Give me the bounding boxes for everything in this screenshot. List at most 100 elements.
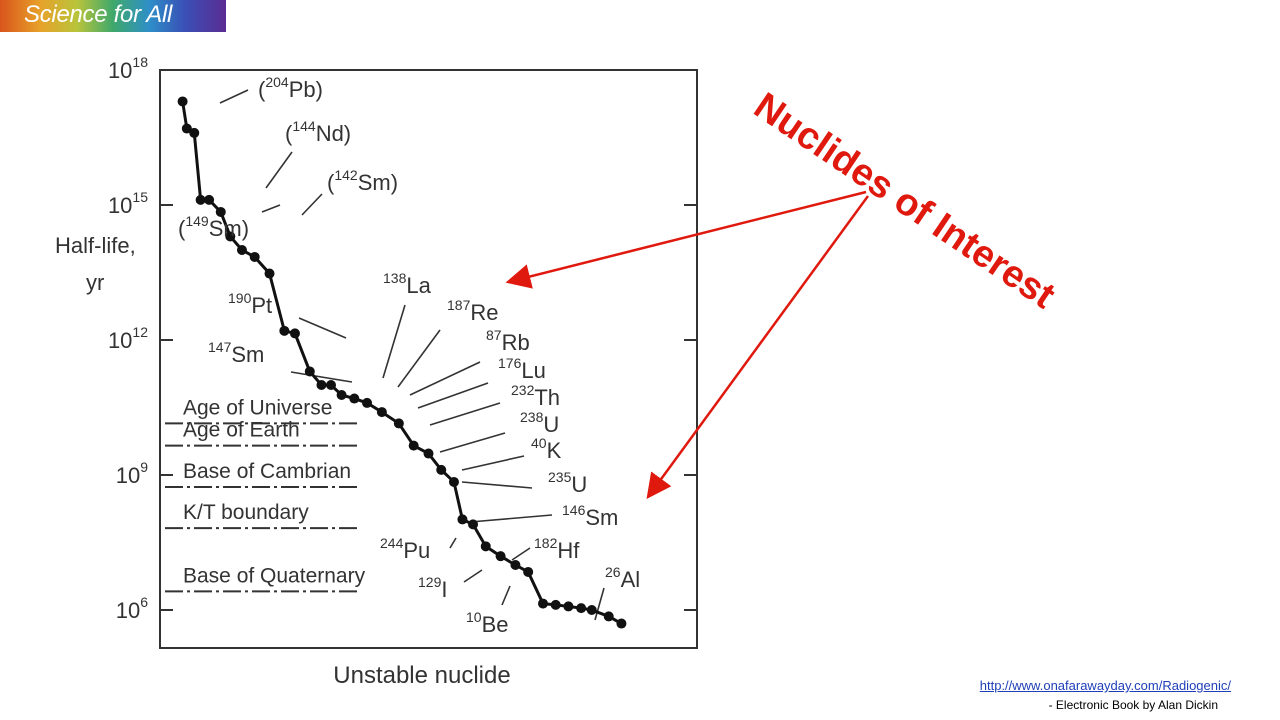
data-point-25 [468,519,479,530]
nuclide-label-7: 187Re [447,297,498,325]
y-tick-label-2: 1012 [108,324,148,353]
leader-line-3 [261,204,281,213]
plot-frame [159,69,698,649]
data-point-22 [436,464,447,475]
nuclide-label-1: (144Nd) [285,118,351,146]
leader-line-1 [265,151,293,189]
leader-line-11 [439,432,506,453]
data-point-0 [177,96,188,107]
data-point-15 [336,389,347,400]
y-axis-label-line-1: Half-life, [55,233,136,258]
data-point-11 [289,328,300,339]
nuclide-label-12: 40K [531,435,562,463]
nuclide-label-10: 232Th [511,382,560,410]
data-point-12 [304,366,315,377]
data-point-9 [264,268,275,279]
reference-label-2: Base of Cambrian [183,460,351,483]
leader-line-17 [463,569,483,583]
data-point-3 [195,194,206,205]
data-point-27 [495,551,506,562]
nuclide-labels: (204Pb) (144Nd) (142Sm) (149Sm) 190Pt 147Sm 13… [178,74,640,637]
data-point-8 [249,251,260,262]
leader-line-18 [501,585,511,606]
nuclide-label-15: 244Pu [380,535,430,563]
data-point-20 [408,440,419,451]
leader-line-14 [469,514,553,523]
leader-line-13 [461,481,533,489]
reference-label-3: K/T boundary [183,501,309,524]
data-point-5 [215,206,226,217]
nuclide-label-0: (204Pb) [258,74,323,102]
banner: Science for All [0,0,226,32]
leader-line-12 [461,455,525,471]
reference-label-0: Age of Universe [183,396,332,419]
leader-line-2 [301,193,323,216]
nuclide-label-16: 182Hf [534,535,580,563]
data-point-13 [316,380,327,390]
nuclide-label-8: 87Rb [486,327,530,355]
banner-title: Science for All [24,1,173,28]
leader-line-6 [382,304,406,379]
label-leader-lines [219,89,605,621]
nuclide-label-11: 238U [520,409,559,437]
arrow-to-sm146 [646,195,870,500]
source-credit: - Electronic Book by Alan Dickin [1048,698,1218,712]
data-point-19 [393,418,404,429]
data-point-31 [550,599,561,610]
data-point-1 [181,123,192,134]
leader-line-19 [594,587,605,621]
data-point-4 [204,194,215,205]
nuclide-label-9: 176Lu [498,355,546,383]
data-point-28 [510,560,521,570]
data-point-36 [616,618,627,629]
nuclide-label-13: 235U [548,469,587,497]
reference-label-4: Base of Quaternary [183,564,366,587]
data-point-30 [538,598,548,609]
leader-line-7 [397,329,441,388]
data-point-23 [448,476,459,487]
data-point-24 [457,514,468,525]
data-point-21 [423,448,434,459]
source-link[interactable]: http://www.onafarawayday.com/Radiogenic/ [979,678,1231,693]
data-point-34 [586,605,597,615]
data-point-29 [523,566,534,577]
y-tick-label-3: 109 [116,459,148,488]
leader-line-4 [298,317,347,339]
nuclide-label-6: 138La [383,270,432,298]
nuclide-label-17: 129I [418,574,447,602]
nuclide-label-2: (142Sm) [327,167,398,195]
nuclide-label-5: 147Sm [208,339,264,367]
data-point-18 [376,407,387,418]
nuclide-label-18: 10Be [466,609,509,637]
y-tick-label-4: 106 [116,594,148,623]
data-point-10 [279,325,290,336]
leader-line-16 [511,547,531,561]
data-point-32 [563,601,574,612]
half-life-series [177,96,627,629]
data-point-33 [576,603,587,614]
data-point-26 [480,541,491,552]
y-tick-label-0: 1018 [108,54,148,83]
y-axis-ticks: 1018 1015 1012 109 106 [108,54,697,623]
leader-line-0 [219,89,249,104]
nuclide-label-4: 190Pt [228,290,272,318]
reference-label-1: Age of Earth [183,419,300,442]
arrow-to-re187 [505,190,867,289]
data-point-7 [236,245,247,255]
data-point-16 [349,393,360,404]
nuclide-label-3: (149Sm) [178,213,249,241]
x-axis-label: Unstable nuclide [333,662,510,689]
leader-line-15 [449,537,457,549]
y-tick-label-1: 1015 [108,189,148,218]
leader-line-5 [290,371,353,383]
data-point-17 [362,397,373,408]
data-point-6 [225,231,236,242]
data-point-14 [326,380,336,390]
leader-line-10 [429,402,501,426]
data-point-35 [603,611,614,622]
y-axis-label-line-2: yr [86,270,104,295]
highlight-arrows [505,190,870,500]
leader-line-9 [417,382,489,409]
